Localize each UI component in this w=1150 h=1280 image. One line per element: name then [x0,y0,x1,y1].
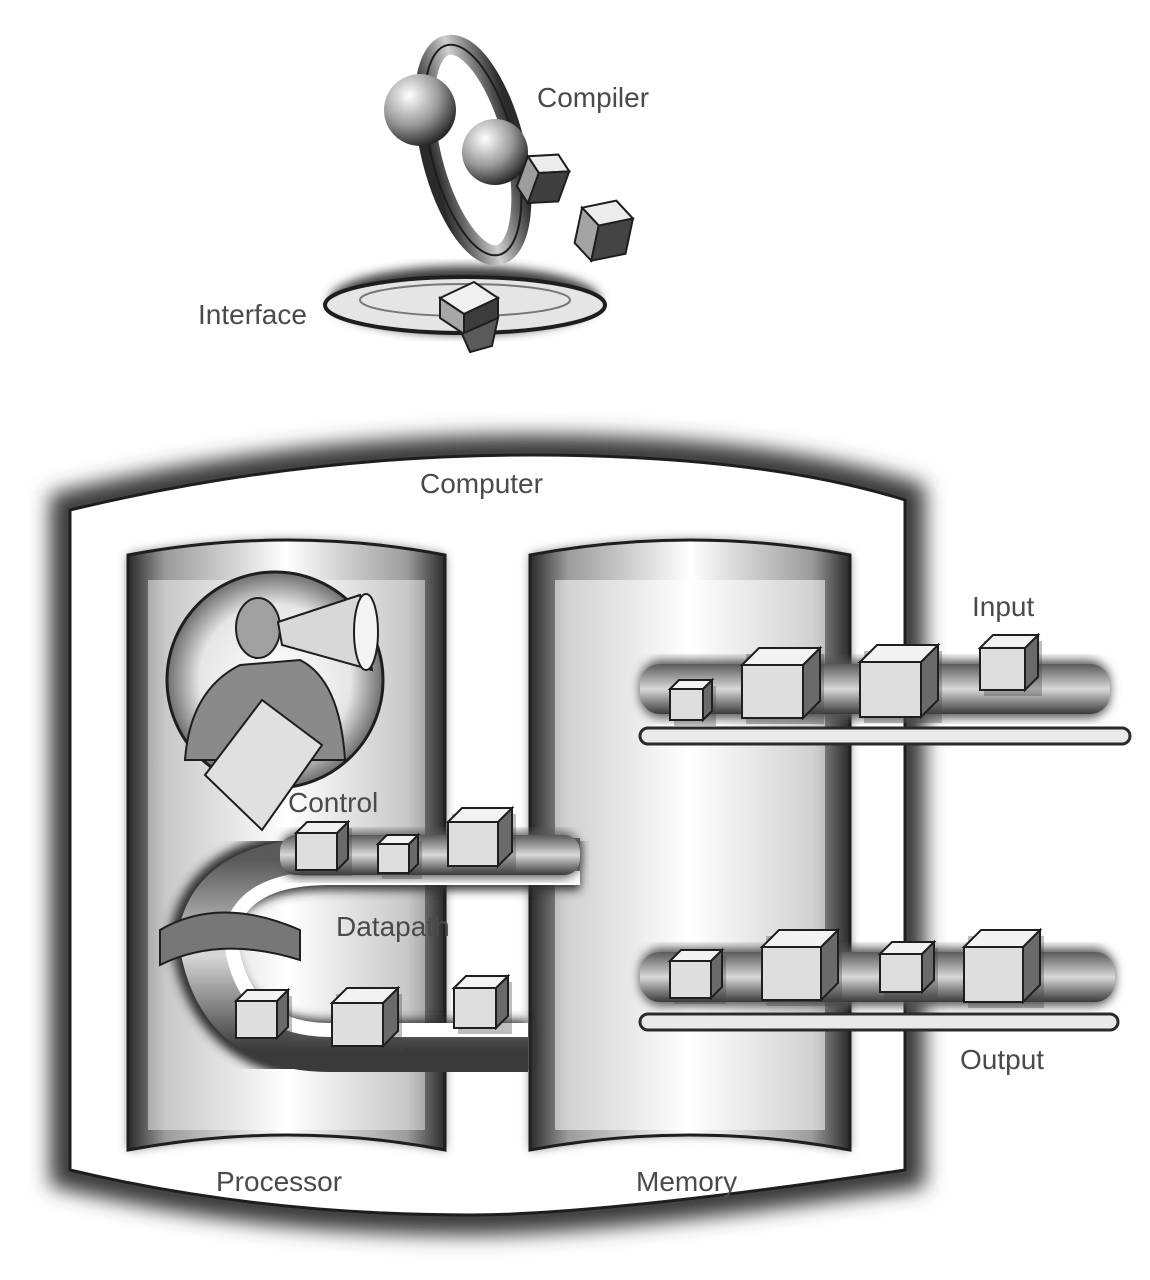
cube-icon [667,677,716,726]
cube-icon [329,985,402,1052]
cube-icon [515,153,572,206]
cube-icon [759,927,842,1006]
output-label: Output [960,1044,1045,1075]
cube-icon [961,927,1044,1008]
input-label: Input [972,591,1035,622]
cube-icon [445,805,516,872]
cube-icon [375,832,422,879]
cube-icon [667,947,726,1004]
cube-icon [857,642,942,723]
computer-label: Computer [420,468,543,499]
datapath-label: Datapath [336,911,450,942]
interface-label: Interface [198,299,307,330]
cube-icon [573,199,635,263]
cube-icon [451,973,512,1034]
cube-icon [977,632,1042,696]
cube-icon [233,987,292,1044]
sphere-icon [384,74,456,146]
cube-icon [877,939,938,998]
data-cubes [233,632,1044,1052]
cube-icon [739,645,824,724]
memory-label: Memory [636,1166,738,1197]
compiler-art [323,34,635,354]
cube-icon [293,819,352,876]
cube-icon [437,280,501,354]
control-label: Control [288,787,379,818]
datapath-tube [159,830,580,1080]
compiler-label: Compiler [537,82,650,113]
sphere-icon [462,119,528,185]
person-with-megaphone-icon [165,570,385,832]
processor-label: Processor [216,1166,343,1197]
